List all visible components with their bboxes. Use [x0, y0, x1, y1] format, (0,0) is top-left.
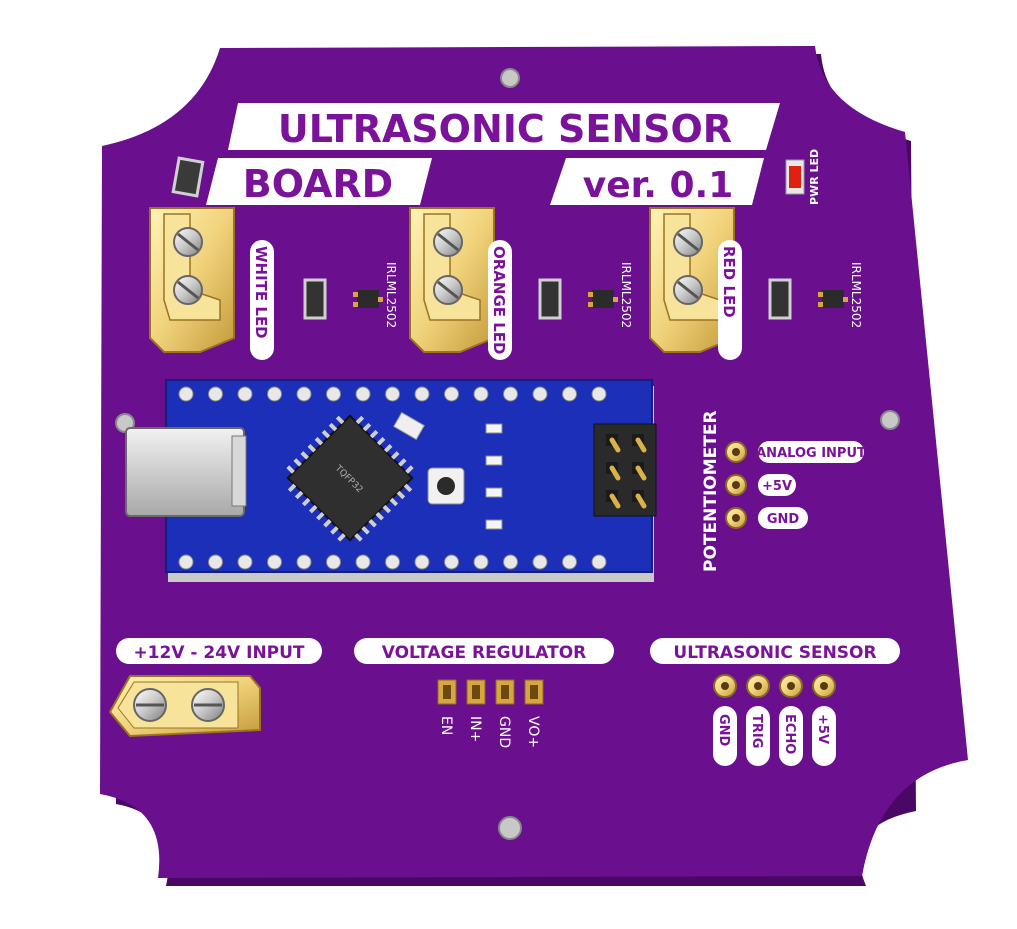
diode [538, 278, 562, 320]
mosfet-body [592, 290, 614, 308]
title-line2: BOARD [243, 162, 393, 206]
version-label: ver. 0.1 [583, 165, 734, 206]
voltage-regulator-pill [354, 638, 614, 664]
mount-hole-top [500, 68, 520, 88]
icsp-pins [606, 434, 647, 509]
power-input-label: +12V - 24V INPUT [133, 643, 304, 663]
mcu-chip: TQFP32 [286, 414, 414, 542]
us-pin-label: ECHO [782, 714, 797, 754]
pwr-led: PWR LED [785, 149, 821, 205]
potentiometer-title: POTENTIOMETER [701, 410, 721, 572]
us-pin-label: GND [716, 714, 731, 747]
power-input-pill [116, 638, 322, 664]
led-label: RED LED [720, 246, 738, 318]
potentiometer-section: POTENTIOMETER ANALOG INPUT +5V GND [701, 410, 866, 572]
title-line1: ULTRASONIC SENSOR [278, 107, 732, 151]
pot-pin-pill [758, 507, 808, 529]
vreg-pin-label: GND [496, 716, 512, 748]
usb-shell-edge [231, 435, 247, 507]
smd-resistor [171, 156, 205, 198]
crystal [393, 411, 425, 441]
mount-hole-bottom [498, 816, 522, 840]
led-label: ORANGE LED [490, 246, 508, 355]
voltage-regulator-section: VOLTAGE REGULATOR EN IN+ GND VO+ [354, 638, 614, 748]
ultrasonic-section: ULTRASONIC SENSOR GND TRIG ECHO +5V [650, 638, 900, 766]
vreg-pin-label: VO+ [525, 716, 541, 748]
us-pin-pill [746, 706, 770, 766]
usb-c-connector [125, 427, 245, 517]
power-input-section: +12V - 24V INPUT [108, 638, 322, 738]
us-pin-label: TRIG [749, 714, 764, 748]
mounting-holes [115, 68, 900, 840]
pot-pin-pill [758, 441, 864, 463]
us-pin-pill [812, 706, 836, 766]
nano-header-pins [178, 386, 607, 570]
led-connector-1: WHITE LED IRLML2502 [149, 207, 398, 360]
led-connector-3: RED LED IRLML2502 [649, 207, 863, 360]
mosfet-body [357, 290, 379, 308]
icsp-header [593, 423, 657, 517]
board-title: ULTRASONIC SENSOR BOARD ver. 0.1 [206, 103, 780, 206]
status-leds [485, 423, 503, 530]
title-line2-banner [206, 158, 432, 205]
led-label: WHITE LED [252, 246, 270, 339]
diode [768, 278, 792, 320]
transistor-label: IRLML2502 [619, 262, 633, 328]
mosfet-body [822, 290, 844, 308]
reset-button-cap [437, 477, 455, 495]
ultrasonic-label: ULTRASONIC SENSOR [673, 643, 876, 663]
led-connector-2: ORANGE LED IRLML2502 [409, 207, 633, 360]
us-pin-label: +5V [815, 714, 830, 744]
transistor-label: IRLML2502 [849, 262, 863, 328]
vreg-pin-label: EN [438, 716, 454, 735]
voltage-regulator-label: VOLTAGE REGULATOR [382, 643, 587, 663]
title-line1-banner [228, 103, 780, 150]
pwr-led-label: PWR LED [808, 149, 821, 205]
pot-pin-pill [758, 474, 796, 496]
pot-pin-label: +5V [762, 479, 792, 494]
vreg-pin-label: IN+ [467, 716, 483, 742]
version-banner [550, 158, 764, 205]
transistor-label: IRLML2502 [384, 262, 398, 328]
mount-hole-right [880, 410, 900, 430]
pot-pin-label: ANALOG INPUT [756, 446, 866, 461]
us-pin-pill [779, 706, 803, 766]
diode [303, 278, 327, 320]
arduino-nano-module-icon: TQFP32 [125, 379, 657, 582]
pot-pin-label: GND [767, 512, 800, 527]
us-pin-pill [713, 706, 737, 766]
ultrasonic-pill [650, 638, 900, 664]
pwr-led-lens [789, 166, 801, 188]
